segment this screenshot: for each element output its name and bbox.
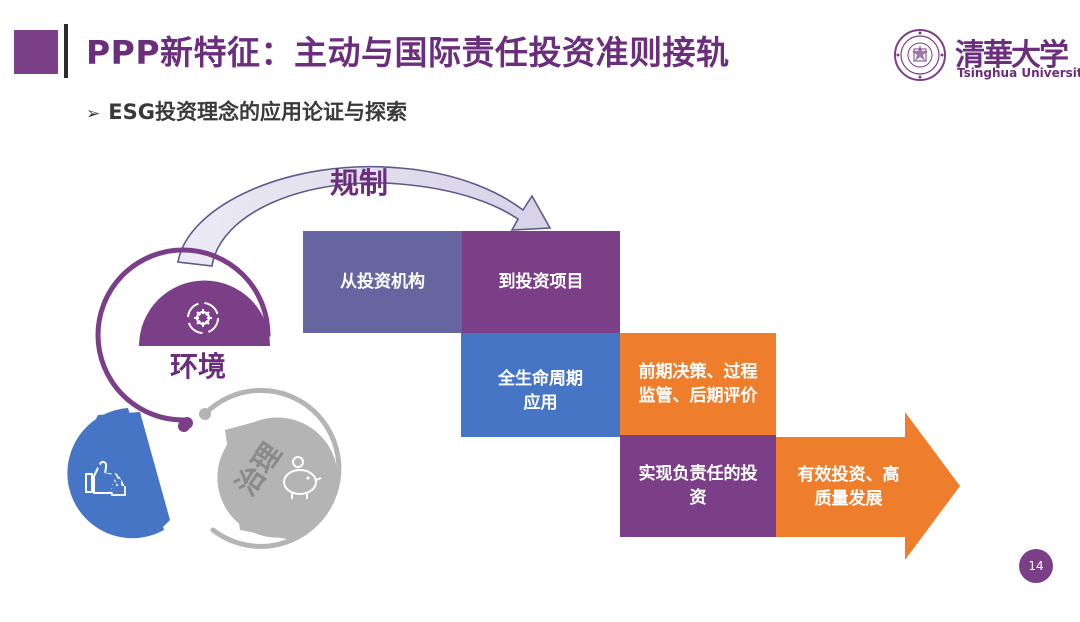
subtitle: ➢ ESG投资理念的应用论证与探索 [86, 96, 407, 126]
box-responsible: 实现负责任的投资 [620, 435, 776, 537]
environment-ring [95, 247, 271, 423]
title-accent-square [14, 30, 58, 74]
bullet-arrow-icon: ➢ [86, 104, 101, 124]
outcome-big-arrow [776, 412, 960, 560]
subtitle-text: ESG投资理念的应用论证与探索 [108, 100, 407, 124]
lock-icon [111, 476, 126, 496]
piggy-bank-icon [283, 456, 322, 499]
box-lifecycle: 全生命周期应用 [461, 333, 620, 437]
page-number: 14 [1019, 549, 1053, 583]
box-to-project: 到投资项目 [462, 231, 620, 333]
university-seal-icon [894, 29, 946, 81]
university-logo-script: 清華大学 [955, 38, 1069, 73]
environment-half-disc [139, 280, 270, 346]
box-outcome: 有效投资、高质量发展 [797, 465, 900, 509]
governance-ring [202, 388, 342, 549]
university-logo-english: Tsinghua University [957, 66, 1080, 80]
box-stages: 前期决策、过程监管、后期评价 [620, 333, 776, 435]
environment-label: 环境 [170, 350, 227, 383]
regulation-label: 规制 [330, 166, 389, 200]
title-divider [64, 24, 68, 78]
thumbs-up-icon [85, 460, 119, 494]
gear-cycle-icon [187, 302, 219, 334]
regulation-arc-arrow [177, 165, 552, 267]
page-title: PPP新特征：主动与国际责任投资准则接轨 [86, 33, 730, 72]
box-from-institution: 从投资机构 [303, 231, 462, 333]
